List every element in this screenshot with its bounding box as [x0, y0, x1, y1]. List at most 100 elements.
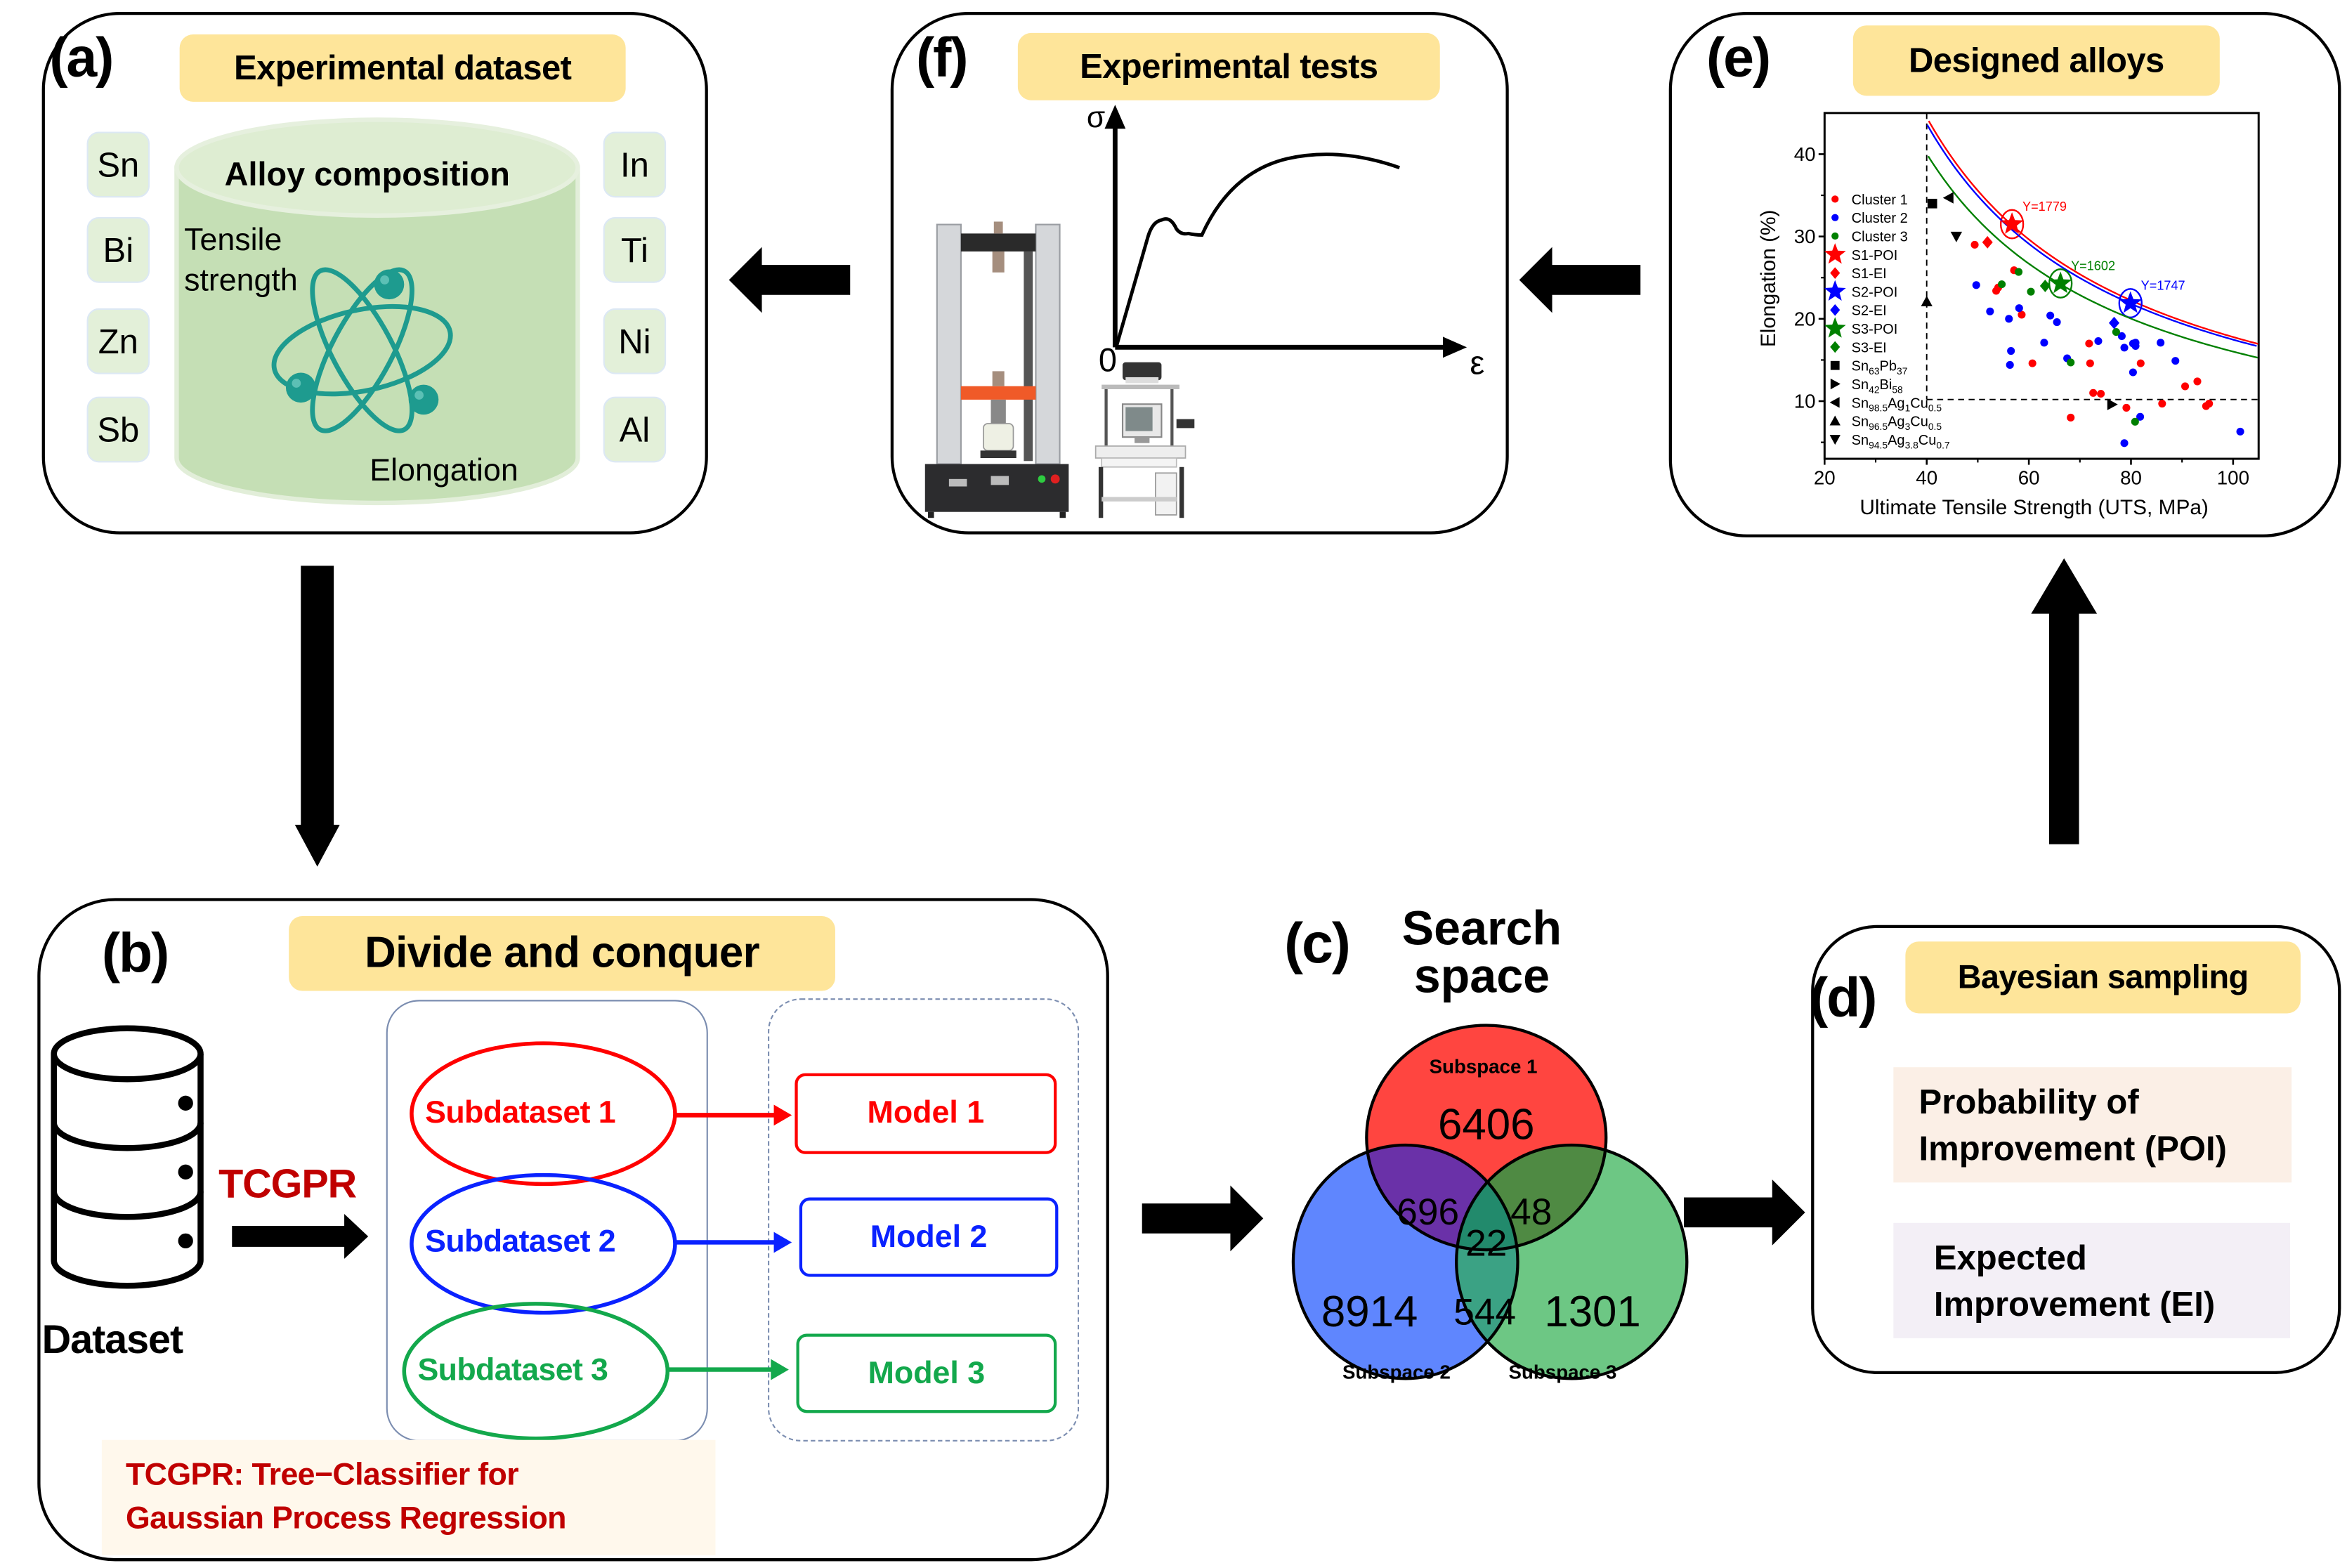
legend-marker: [1830, 341, 1841, 353]
subdataset-diagram: [402, 1041, 792, 1441]
data-point-cluster-1: [2097, 389, 2105, 398]
data-point-sn42bi58: [2107, 398, 2118, 410]
legend-label: Sn94.5Ag3.8Cu0.7: [1852, 433, 1950, 450]
arrow-up-icon: [2031, 558, 2098, 844]
data-point-cluster-2: [2007, 347, 2015, 355]
element-tile: Ni: [603, 308, 667, 374]
element-tile: Zn: [86, 308, 150, 374]
panel-e-title: Designed alloys: [1852, 25, 2220, 96]
data-point-s1-ei: [1982, 235, 1993, 249]
arrow-right-icon: [1684, 1179, 1805, 1246]
y-tick-label: 40: [1794, 143, 1816, 165]
legend-marker: [1830, 360, 1840, 370]
dataset-label: Dataset: [41, 1317, 183, 1362]
cylinder-title: Alloy composition: [224, 155, 510, 193]
arrow-left-icon: [1519, 247, 1641, 313]
data-point-sn94-5ag3-8cu0-7: [1950, 231, 1963, 242]
legend-marker: [1830, 267, 1841, 279]
poi-line-1: Probability of: [1918, 1082, 2139, 1121]
data-point-cluster-1: [2018, 311, 2026, 319]
stress-strain-diagram: [1104, 105, 1467, 358]
data-point-cluster-2: [2006, 360, 2014, 370]
data-point-cluster-2: [2117, 332, 2126, 340]
acquisition-poi: Probability of Improvement (POI): [1893, 1067, 2292, 1183]
data-point-cluster-2: [2157, 339, 2165, 347]
data-point-cluster-2: [2040, 339, 2048, 347]
data-point-sn98-5ag1cu0-5: [1942, 192, 1954, 204]
subdataset-1-ellipse: [410, 1041, 677, 1187]
data-point-cluster-1: [1970, 240, 1979, 249]
y-tick-label: 30: [1794, 226, 1816, 247]
region-s1-only: 6406: [1438, 1100, 1534, 1149]
origin-label: 0: [1098, 341, 1118, 379]
legend-marker: [1831, 195, 1839, 203]
legend-marker: [1829, 415, 1841, 426]
element-tile: Bi: [86, 216, 150, 283]
search-space-title-line1: Search: [1401, 901, 1562, 955]
legend-label: S2-EI: [1852, 303, 1887, 319]
x-tick-label: 100: [2217, 466, 2249, 488]
panel-b-label: (b): [101, 922, 169, 984]
data-point-cluster-2: [1972, 281, 1980, 289]
computer-workstation-icon: [1094, 362, 1195, 518]
data-point-cluster-2: [2131, 339, 2140, 347]
data-point-cluster-1: [2136, 359, 2145, 367]
legend-label: S3-POI: [1852, 322, 1898, 337]
data-point-s3-ei: [2039, 280, 2051, 292]
subdataset-3-ellipse: [402, 1302, 670, 1441]
element-tile: In: [603, 131, 667, 198]
arrow-left-icon: [728, 247, 851, 313]
panel-d-label: (d): [1810, 967, 1877, 1028]
subdataset-1-label: Subdataset 1: [425, 1095, 615, 1130]
data-point-sn63pb37: [1927, 198, 1937, 209]
data-point-cluster-1: [2193, 377, 2202, 386]
data-point-s1-poi: [2000, 212, 2024, 234]
y-tick-label: 20: [1794, 308, 1816, 329]
panel-e-label: (e): [1706, 27, 1771, 89]
stress-strain-curve: [1115, 152, 1401, 346]
y-axis-label: Elongation (%): [1757, 210, 1780, 348]
highlight-circle: [2048, 268, 2073, 299]
subdataset-2-ellipse: [410, 1172, 677, 1315]
legend-label: Sn42Bi58: [1852, 377, 1903, 395]
fitted-curve-y-1779: [1928, 120, 2258, 345]
panel-f-title: Experimental tests: [1017, 32, 1440, 100]
x-tick-label: 80: [2120, 466, 2142, 488]
curve-annotation: Y=1779: [2022, 200, 2067, 214]
panel-c-label: (c): [1284, 913, 1351, 976]
stress-axis-label: σ: [1086, 101, 1106, 135]
data-point-cluster-3: [1998, 280, 2006, 289]
data-point-cluster-1: [2086, 359, 2094, 367]
database-icon: [51, 1025, 204, 1289]
legend-marker: [1830, 303, 1841, 316]
region-s2-s3: 544: [1453, 1292, 1516, 1333]
data-point-s2-ei: [2109, 316, 2120, 329]
data-point-cluster-3: [2067, 358, 2075, 367]
poi-line-2: Improvement (POI): [1918, 1128, 2227, 1167]
subdataset-2-label: Subdataset 2: [425, 1224, 615, 1259]
legend-label: Sn98.5Ag1Cu0.5: [1852, 396, 1942, 413]
data-point-cluster-1: [2181, 382, 2190, 391]
fitted-curve-y-1747: [1926, 124, 2257, 347]
subspace-3-label: Subspace 3: [1509, 1361, 1617, 1383]
panel-d-title: Bayesian sampling: [1905, 941, 2301, 1014]
element-tile: Sb: [86, 396, 150, 463]
tcgpr-label: TCGPR: [218, 1161, 357, 1207]
data-point-cluster-2: [2129, 368, 2137, 377]
x-axis-label: Ultimate Tensile Strength (UTS, MPa): [1859, 496, 2208, 519]
data-point-cluster-3: [2112, 328, 2120, 337]
search-space-venn-diagram: Subspace 1 Subspace 2 Subspace 3 6406 89…: [1291, 1024, 1689, 1383]
legend-label: Cluster 2: [1852, 211, 1908, 226]
tcgpr-definition-note: TCGPR: Tree−Classifier for Gaussian Proc…: [101, 1439, 716, 1555]
data-point-cluster-2: [1986, 307, 1994, 315]
data-point-cluster-2: [2053, 318, 2061, 327]
y-tick-label: 10: [1794, 391, 1816, 412]
data-point-cluster-1: [2089, 388, 2098, 397]
data-point-cluster-2: [2015, 304, 2023, 313]
data-point-cluster-2: [2120, 439, 2129, 447]
overlap-1-3: [1456, 1144, 1607, 1250]
arrow-right-icon: [1142, 1185, 1264, 1252]
data-point-cluster-1: [2122, 403, 2131, 412]
element-tile: Ti: [603, 216, 667, 283]
